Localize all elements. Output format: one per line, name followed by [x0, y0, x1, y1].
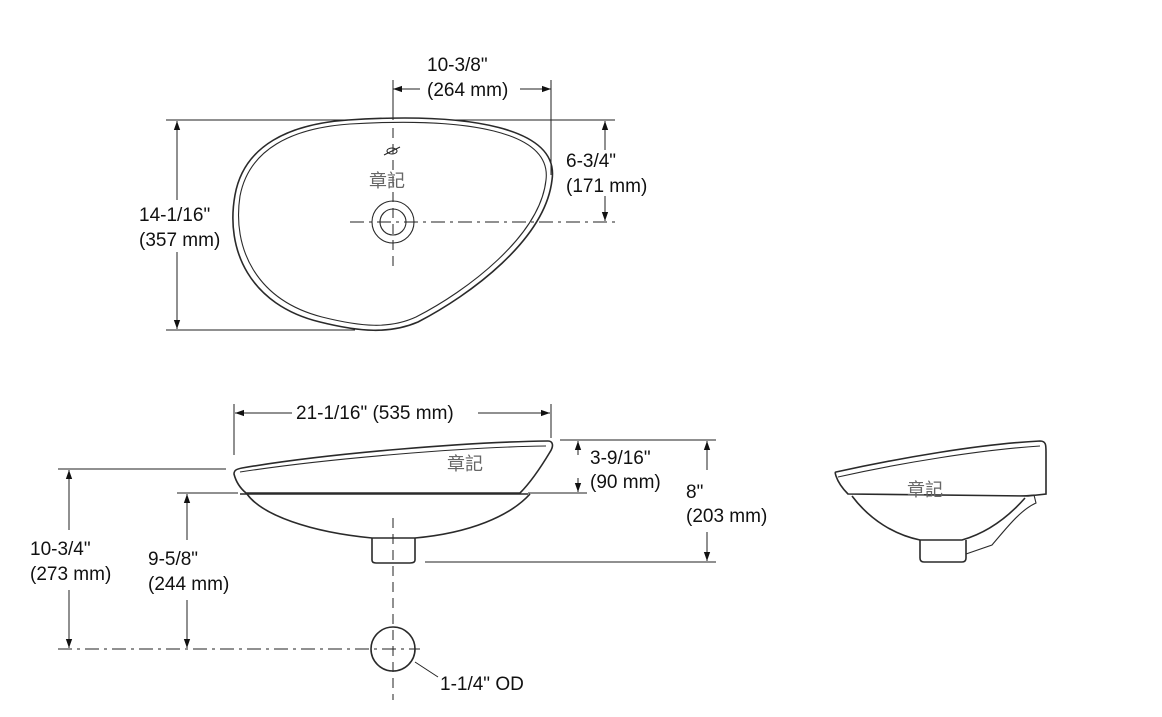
outlet-dim-label: 10-3/4" — [30, 539, 91, 560]
width-dim-label: 10-3/8" — [427, 55, 488, 76]
overflow-channel-side — [965, 494, 1037, 555]
drain-tail-front — [371, 538, 416, 564]
basin-outline-top — [232, 117, 554, 332]
total-dim-label: 8" — [686, 482, 703, 503]
deck-dim-label-mm: (244 mm) — [148, 574, 229, 595]
deck-dim-label: 9-5/8" — [148, 549, 198, 570]
basin-rim-inner-front — [239, 445, 547, 473]
rim-dim-label: 3-9/16" — [590, 448, 651, 469]
top-view: 10-3/8" (264 mm) 14-1/16" (357 mm) 6-3/4… — [139, 55, 647, 332]
basin-rim-side — [834, 440, 1047, 497]
basin-bowl-front — [246, 493, 531, 539]
outlet-dim-label-mm: (273 mm) — [30, 564, 111, 585]
basin-rim-front — [233, 440, 554, 494]
width-dim-label-mm: (264 mm) — [427, 80, 508, 101]
side-view: 章記 — [834, 440, 1047, 563]
drain-tail-side — [919, 540, 967, 563]
basin-bowl-side — [851, 495, 1026, 541]
length-dim-label: 21-1/16" (535 mm) — [296, 403, 454, 424]
depth-dim-label: 14-1/16" — [139, 205, 210, 226]
rim-dim-label-mm: (90 mm) — [590, 472, 661, 493]
outlet-od-label: 1-1/4" OD — [440, 674, 524, 695]
overflow-hole — [386, 147, 398, 155]
offset-dim-label-mm: (171 mm) — [566, 176, 647, 197]
overflow-mark — [383, 146, 401, 156]
od-leader — [414, 661, 439, 678]
basin-rim-inner-side — [837, 445, 1041, 478]
watermark-top: 章記 — [369, 171, 405, 192]
depth-dim-label-mm: (357 mm) — [139, 230, 220, 251]
watermark-side: 章記 — [907, 480, 943, 501]
front-view: 1-1/4" OD 21-1/16" (535 mm) 3-9/16" (90 … — [30, 403, 767, 700]
watermark-front: 章記 — [447, 454, 483, 475]
offset-dim-label: 6-3/4" — [566, 151, 616, 172]
basin-inner-rim-top — [238, 121, 547, 326]
total-dim-label-mm: (203 mm) — [686, 506, 767, 527]
